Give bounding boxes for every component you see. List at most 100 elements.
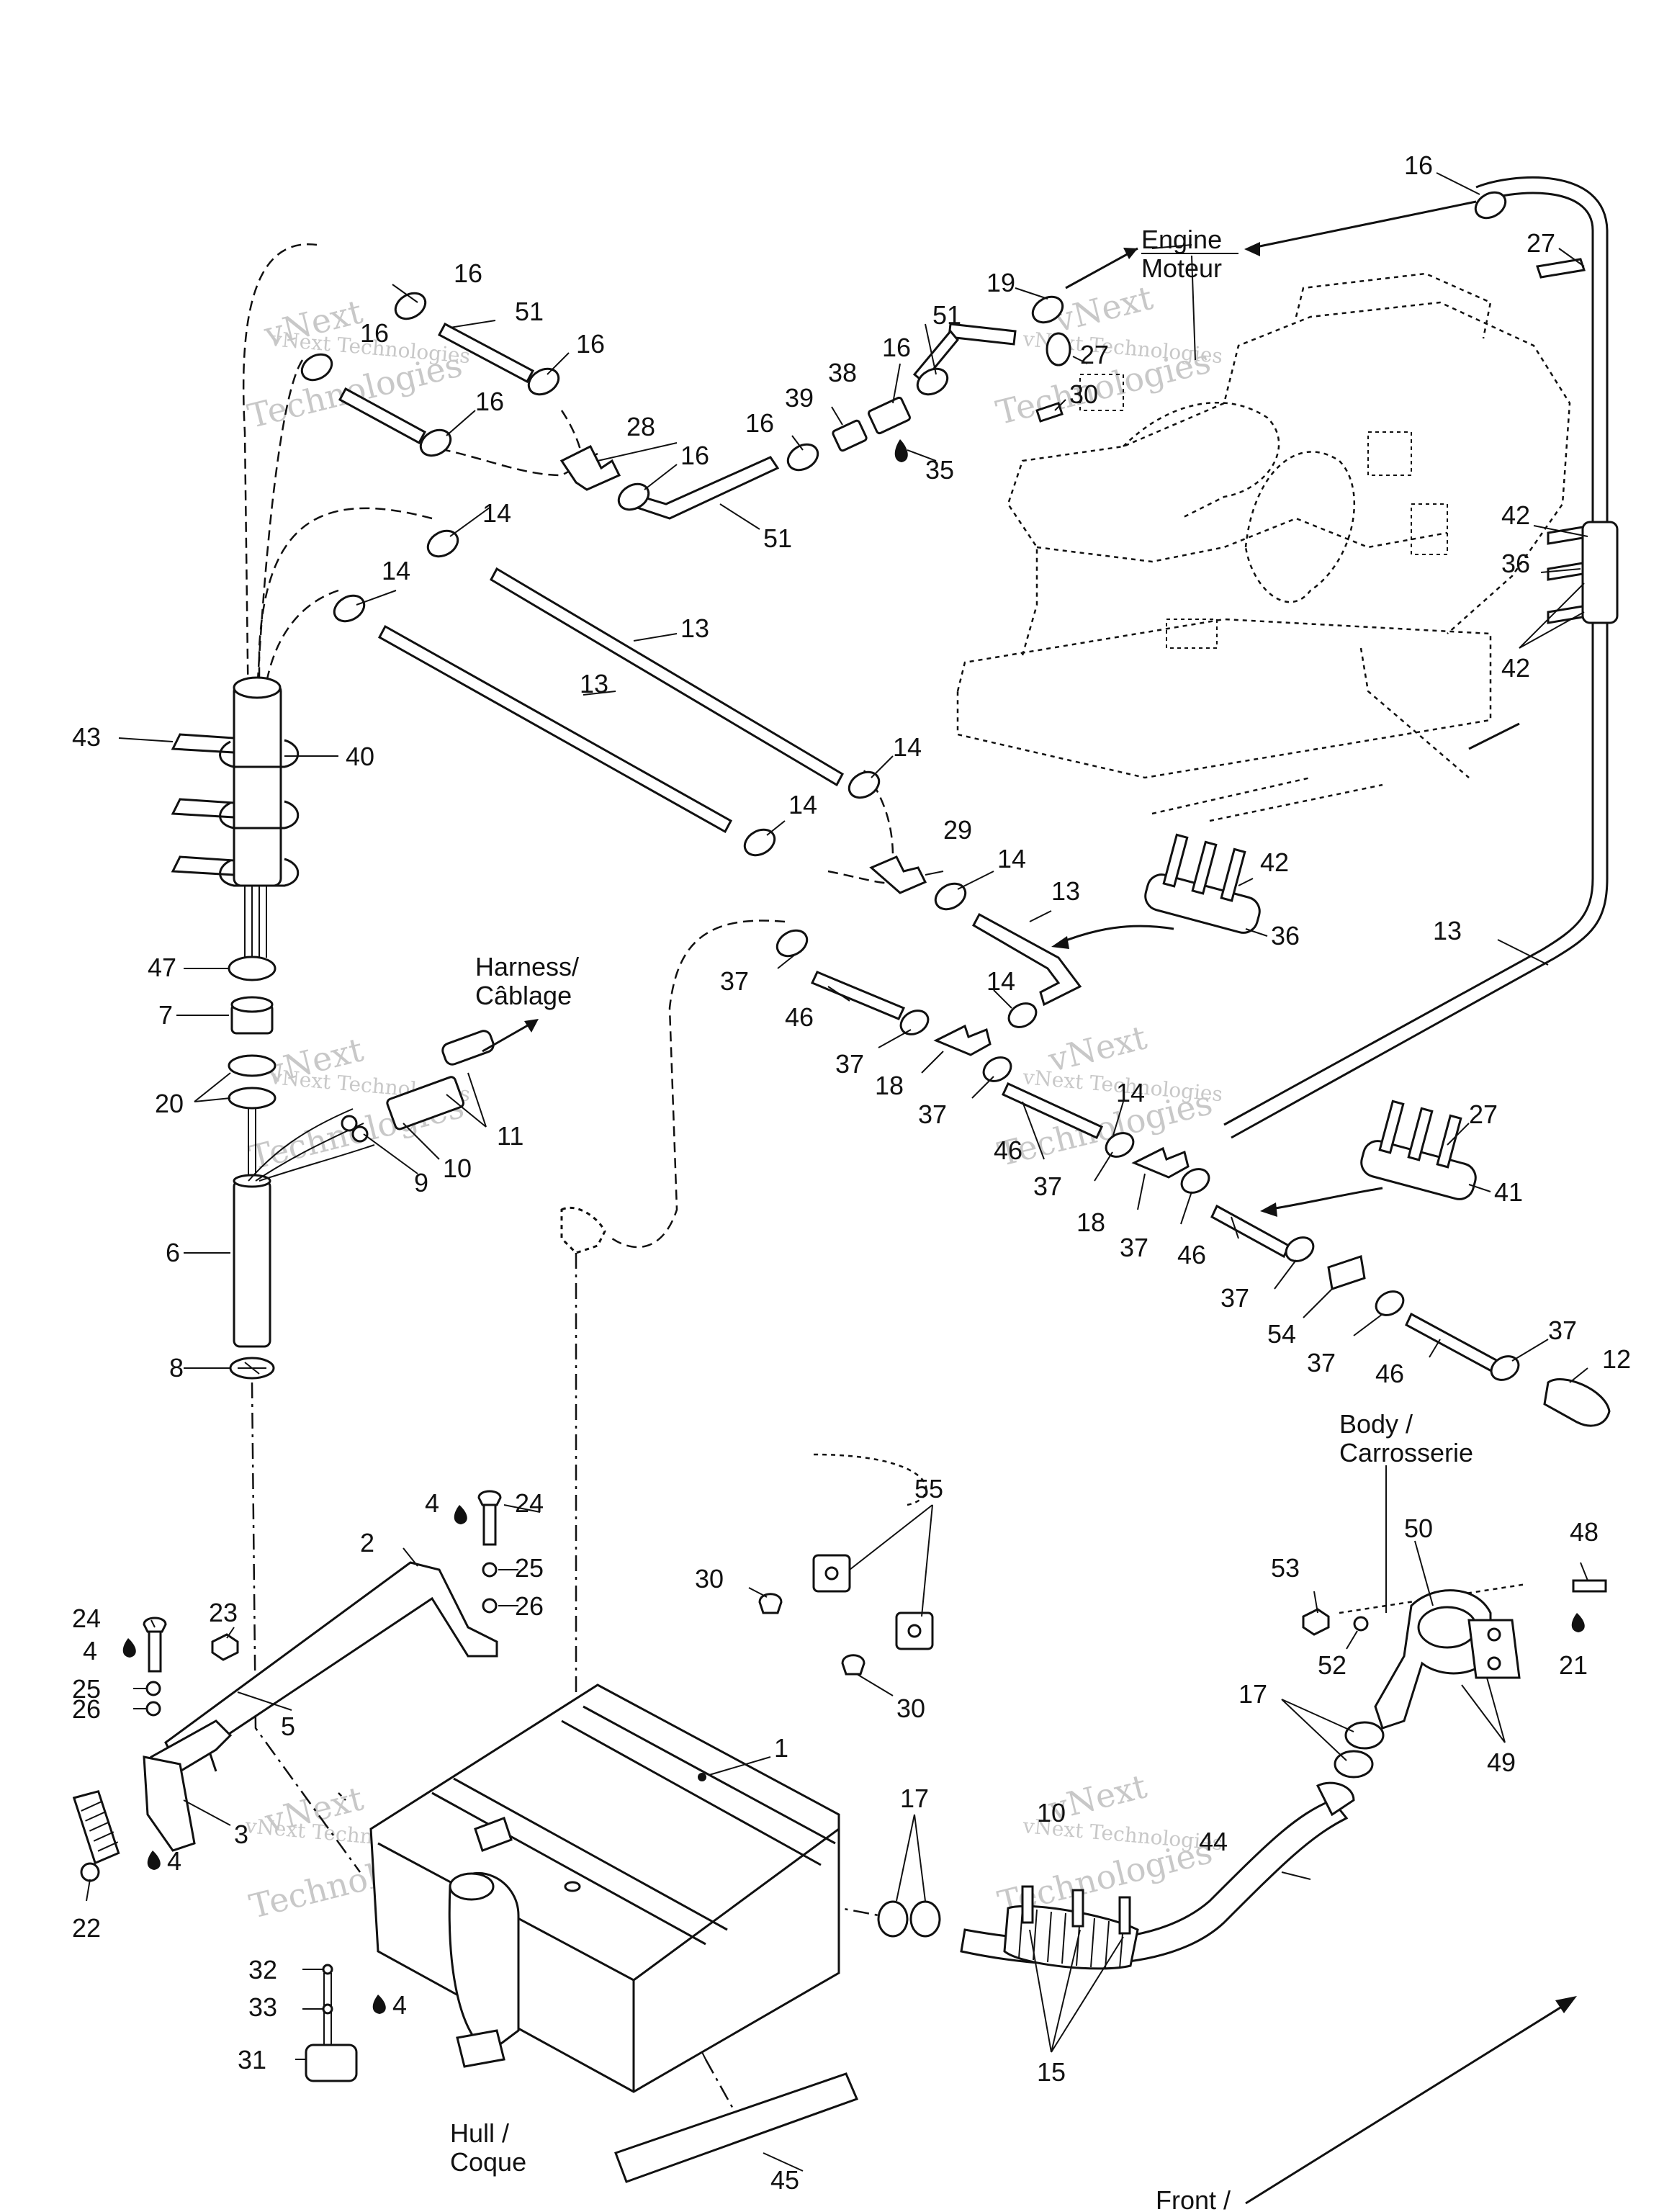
label-engine-fr: Moteur (1141, 253, 1222, 283)
check-valve (560, 1206, 606, 1254)
callout-16: 16 (454, 258, 482, 288)
sender-6 (233, 1179, 271, 1348)
fitting-39 (832, 419, 868, 452)
callout-37: 37 (1548, 1316, 1577, 1345)
screw-48 (1572, 1579, 1607, 1593)
hose-46-a (810, 971, 906, 1020)
callout-37: 37 (1033, 1172, 1062, 1201)
callout-18: 18 (875, 1071, 904, 1100)
vent-12 (1543, 1378, 1611, 1427)
callout-37: 37 (1307, 1348, 1336, 1377)
callout-10: 10 (443, 1154, 472, 1183)
callout-36: 36 (1501, 549, 1530, 578)
callout-19: 19 (986, 268, 1015, 297)
callout-14: 14 (986, 966, 1015, 996)
callout-30: 30 (695, 1564, 724, 1593)
callout-38: 38 (828, 358, 857, 387)
y-fitting-28 (559, 444, 621, 491)
callout-14: 14 (997, 844, 1026, 873)
callout-31: 31 (238, 2045, 266, 2074)
callout-14: 14 (1116, 1078, 1145, 1107)
callout-11: 11 (497, 1121, 523, 1151)
ring-47 (228, 956, 276, 981)
sealant-4-drop (372, 1995, 386, 2014)
hose-46-c (1210, 1204, 1290, 1259)
callout-3: 3 (234, 1820, 248, 1849)
callout-24: 24 (72, 1604, 101, 1633)
clamp-27-small (1046, 332, 1071, 367)
fitting-54 (1327, 1255, 1366, 1290)
callout-14: 14 (382, 556, 410, 585)
callout-10: 10 (1037, 1798, 1066, 1827)
callout-42: 42 (1501, 653, 1530, 683)
hose-13-c (971, 912, 1082, 1007)
washer-52 (1353, 1616, 1369, 1632)
label-body-fr: Carrosserie (1339, 1438, 1473, 1467)
callout-16: 16 (475, 387, 504, 416)
callout-21: 21 (1559, 1650, 1588, 1680)
callout-12: 12 (1602, 1344, 1631, 1374)
callout-15: 15 (1037, 2057, 1066, 2087)
callout-6: 6 (166, 1238, 180, 1267)
hoses (338, 176, 1609, 1966)
sealant-35-drop (894, 439, 908, 462)
callout-46: 46 (1177, 1240, 1206, 1269)
flange-49 (1467, 1619, 1521, 1679)
callout-47: 47 (148, 953, 176, 982)
bracket-3 (143, 1755, 196, 1852)
callout-17: 17 (900, 1784, 929, 1813)
callout-49: 49 (1487, 1748, 1516, 1777)
callout-13: 13 (580, 669, 608, 698)
connector-11 (441, 1030, 495, 1066)
engine-outline (956, 272, 1571, 822)
callout-32: 32 (248, 1955, 277, 1984)
callout-16: 16 (360, 318, 389, 348)
y-fitting-29 (869, 855, 927, 894)
callout-8: 8 (169, 1353, 184, 1382)
label-hull-en: Hull / (450, 2118, 509, 2148)
hull-bracket (456, 2029, 505, 2068)
fuel-tank (369, 1683, 840, 2093)
callout-4: 4 (83, 1636, 97, 1665)
tank-outlet (474, 1817, 513, 1852)
tank-neck (448, 1872, 520, 2054)
ring-20-a (228, 1054, 276, 1077)
callout-37: 37 (1220, 1283, 1249, 1313)
label-harness-fr: Câblage (475, 981, 572, 1010)
callout-16: 16 (882, 333, 911, 362)
callout-20: 20 (155, 1089, 184, 1118)
t-fitting-18-b (1131, 1146, 1190, 1179)
terminal-9 (341, 1115, 358, 1132)
callout-4: 4 (167, 1846, 181, 1876)
callout-2: 2 (360, 1528, 374, 1557)
callout-37: 37 (1120, 1233, 1148, 1262)
fittings (559, 258, 1619, 1427)
callout-37: 37 (918, 1100, 947, 1129)
callout-43: 43 (72, 722, 101, 752)
callout-13: 13 (1051, 876, 1080, 906)
label-harness-en: Harness/ (475, 952, 579, 981)
callout-53: 53 (1271, 1553, 1300, 1583)
text-labels: Engine Moteur Harness/ Câblage Body / Ca… (450, 200, 1477, 2212)
hardware (122, 1490, 1607, 2205)
callout-50: 50 (1404, 1514, 1433, 1543)
bellows-15 (1003, 1905, 1139, 1970)
screw-30-a (758, 1593, 783, 1614)
label-hull-fr: Coque (450, 2147, 526, 2177)
callout-42: 42 (1501, 500, 1530, 530)
callout-46: 46 (785, 1002, 814, 1032)
watermark-group: vNext Technologies vNext Technologies vN… (243, 278, 1223, 1926)
callout-16: 16 (680, 441, 709, 470)
washer-33 (322, 2003, 333, 2015)
t-fitting-18-a (933, 1024, 992, 1056)
clip-41 (1360, 1140, 1477, 1200)
callout-35: 35 (925, 455, 954, 485)
callout-27: 27 (1527, 228, 1555, 258)
callout-16: 16 (1404, 150, 1433, 180)
callout-37: 37 (835, 1049, 864, 1079)
callout-46: 46 (994, 1136, 1022, 1165)
callout-26: 26 (72, 1694, 101, 1724)
callout-48: 48 (1570, 1517, 1599, 1547)
callout-44: 44 (1199, 1827, 1228, 1856)
